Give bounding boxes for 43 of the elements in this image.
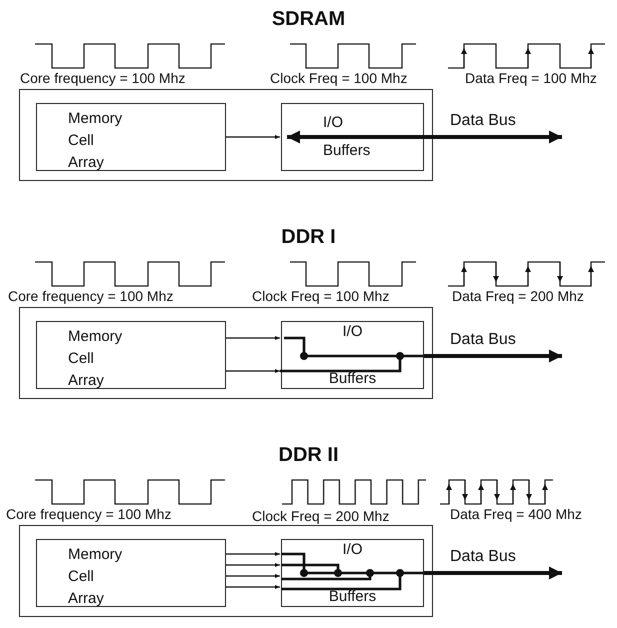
arrow [226,563,280,567]
memory-array-box [36,103,226,171]
edge-label: Data Bus [450,549,516,565]
chip-box [19,89,433,181]
box-label: Buffers [328,370,378,388]
box-label: Memory Cell Array [68,545,124,609]
frequency-label: Core frequency = 100 Mhz [6,506,172,522]
arrow [226,336,280,340]
box-label: Buffers [323,142,370,160]
frequency-label: Clock Freq = 200 Mhz [252,508,390,524]
box-heading: I/O [323,114,344,132]
frequency-label: Data Freq = 200 Mhz [452,288,584,304]
box-heading: I/O [341,323,364,341]
arrow [226,574,280,578]
box-label: Memory Cell Array [68,109,124,173]
chip-box [19,307,433,399]
frequency-label: Clock Freq = 100 Mhz [252,288,390,304]
section-title: DDR II [278,444,340,467]
arrow [424,566,562,580]
edge-label: Data Bus [450,332,516,348]
box-label: Buffers [328,588,378,606]
chip-box [19,525,433,617]
frequency-label: Clock Freq = 100 Mhz [270,70,408,86]
section-title: DDR I [280,226,337,249]
io-buffer-box [281,321,424,389]
memory-array-box [36,539,226,607]
frequency-label: Core frequency = 100 Mhz [20,70,186,86]
frequency-label: Data Freq = 100 Mhz [465,70,597,86]
box-heading: I/O [341,541,364,559]
frequency-label: Core frequency = 100 Mhz [8,288,174,304]
io-buffer-box [281,539,424,607]
arrow [226,552,280,556]
arrow [424,350,562,362]
io-buffer-box [281,103,424,171]
section-title: SDRAM [270,8,346,31]
arrow [226,369,280,373]
arrow [226,585,280,589]
frequency-label: Data Freq = 400 Mhz [450,506,582,522]
edge-label: Data Bus [450,113,516,129]
memory-array-box [36,321,226,389]
arrow [287,130,562,144]
box-label: Memory Cell Array [68,327,124,391]
arrow [226,135,280,139]
